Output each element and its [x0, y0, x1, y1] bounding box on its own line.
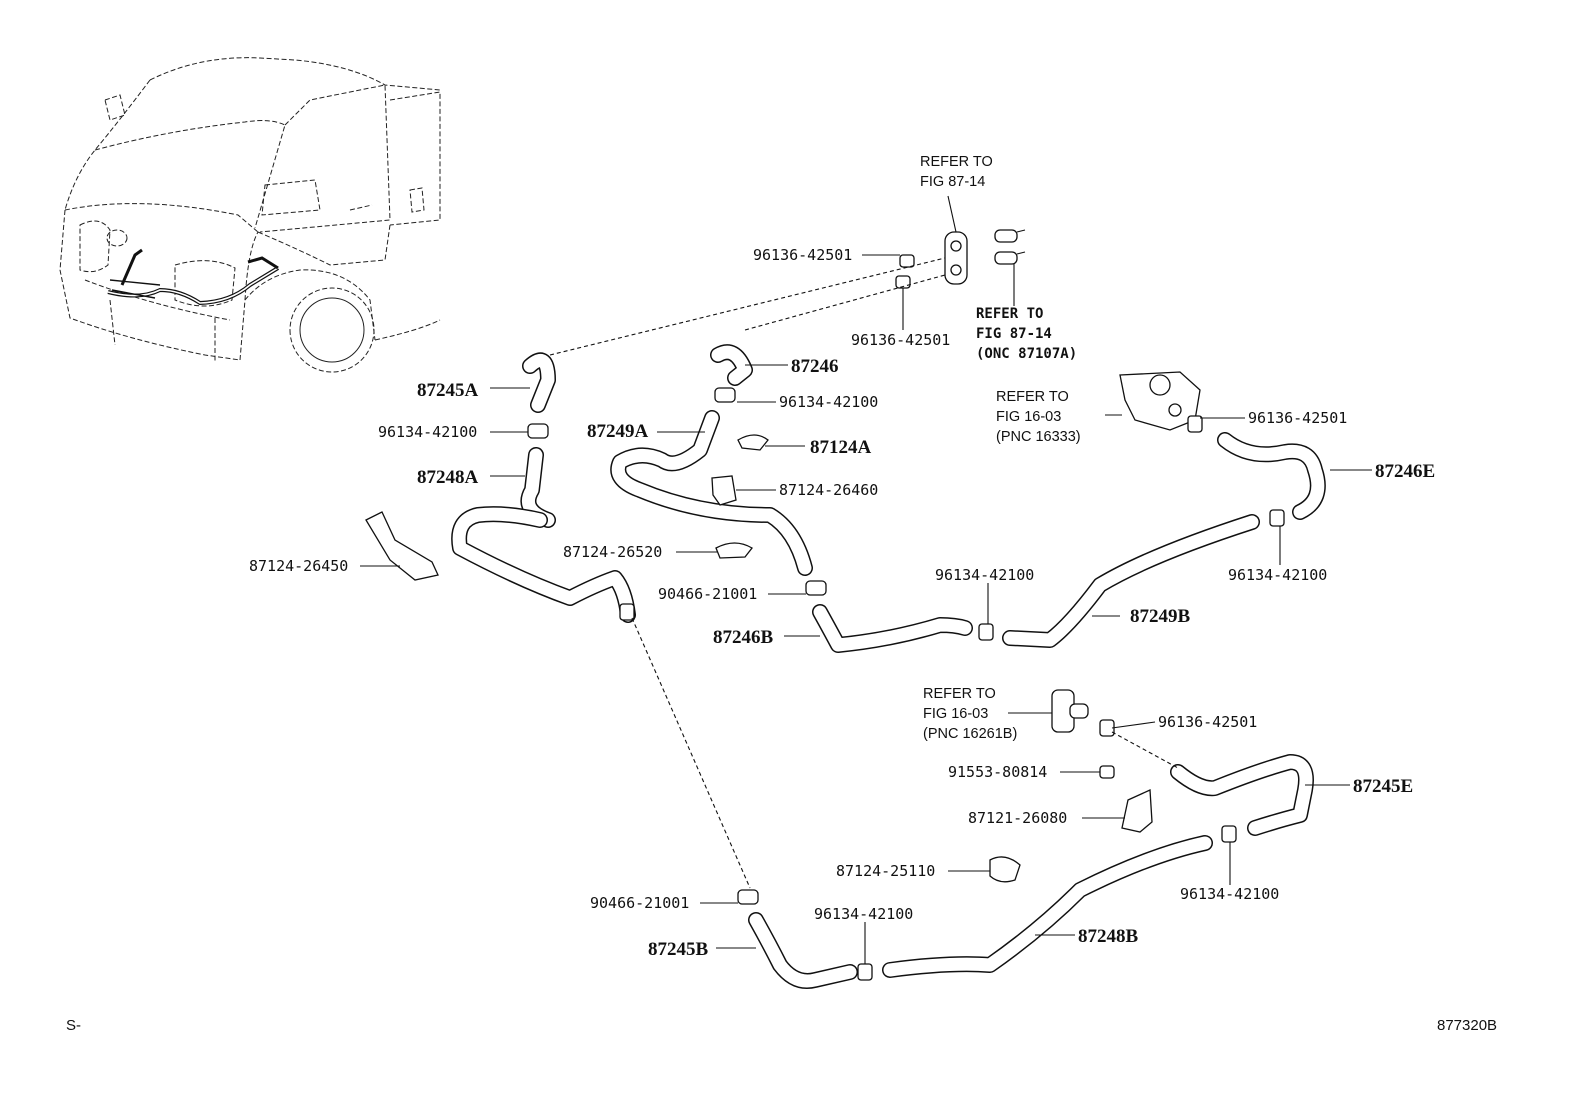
- refer-note-3-line2[interactable]: FIG 16-03: [996, 409, 1061, 425]
- label-87246E[interactable]: 87246E: [1375, 461, 1435, 482]
- connection-lines: [549, 257, 1179, 889]
- label-96134-42100-f[interactable]: 96134-42100: [814, 905, 913, 923]
- label-87124-26450[interactable]: 87124-26450: [249, 557, 348, 575]
- clip-87124A: [737, 434, 769, 451]
- leader-lines: [360, 195, 1372, 964]
- part-labels: 87245A 96134-42100 87248A 87124-26450 87…: [249, 246, 1435, 960]
- label-90466-21001-b[interactable]: 90466-21001: [590, 894, 689, 912]
- clamp-87124-25110: [989, 856, 1021, 883]
- hose-87248B: [882, 835, 1213, 978]
- refer-note-1-line2[interactable]: FIG 87-14: [920, 174, 985, 190]
- bolt-91553-80814: [1099, 765, 1115, 779]
- label-96134-42100-e[interactable]: 96134-42100: [1180, 885, 1279, 903]
- label-87124-26460[interactable]: 87124-26460: [779, 481, 878, 499]
- bracket-87121-26080: [1121, 789, 1153, 833]
- hose-87246E: [1217, 432, 1326, 520]
- hose-87249A: [610, 410, 813, 576]
- label-96134-42100-a[interactable]: 96134-42100: [378, 423, 477, 441]
- refer-note-1-line1[interactable]: REFER TO: [920, 154, 993, 170]
- refer-note-2-line1[interactable]: REFER TO: [976, 306, 1043, 322]
- label-87248B[interactable]: 87248B: [1078, 926, 1139, 947]
- refer-note-2-line3[interactable]: (ONC 87107A): [976, 346, 1077, 362]
- label-87245E[interactable]: 87245E: [1353, 776, 1413, 797]
- refer-notes: REFER TO FIG 87-14 REFER TO FIG 87-14 (O…: [920, 154, 1081, 742]
- hose-fitting-upper: [944, 231, 968, 285]
- hose-87245A: [522, 352, 556, 413]
- label-90466-21001-a[interactable]: 90466-21001: [658, 585, 757, 603]
- label-96134-42100-b[interactable]: 96134-42100: [779, 393, 878, 411]
- bracket-87124-26450: [365, 511, 439, 581]
- label-96134-42100-c[interactable]: 96134-42100: [935, 566, 1034, 584]
- vehicle-location-sketch: [59, 57, 441, 373]
- label-87249B[interactable]: 87249B: [1130, 606, 1191, 627]
- label-96136-42501-a[interactable]: 96136-42501: [753, 246, 852, 264]
- clip-87124-26460: [711, 475, 737, 506]
- refer-note-3-line3[interactable]: (PNC 16333): [996, 429, 1081, 445]
- water-outlet-housing: [1119, 371, 1201, 431]
- hose-87249B: [1002, 514, 1260, 648]
- pipe-stubs: [994, 229, 1026, 265]
- hose-87245E: [1170, 754, 1314, 836]
- label-96136-42501-c[interactable]: 96136-42501: [1248, 409, 1347, 427]
- label-87248A[interactable]: 87248A: [417, 467, 479, 488]
- label-87245B[interactable]: 87245B: [648, 939, 709, 960]
- tee-fitting: [1051, 689, 1089, 733]
- refer-note-3-line1[interactable]: REFER TO: [996, 389, 1069, 405]
- label-87124-26520[interactable]: 87124-26520: [563, 543, 662, 561]
- label-87124A[interactable]: 87124A: [810, 437, 872, 458]
- refer-note-4-line1[interactable]: REFER TO: [923, 686, 996, 702]
- hose-87245B: [748, 912, 858, 989]
- footer-left-code: S-: [66, 1017, 81, 1034]
- hose-87246B: [812, 604, 973, 653]
- label-87121-26080[interactable]: 87121-26080: [968, 809, 1067, 827]
- label-87249A[interactable]: 87249A: [587, 421, 649, 442]
- label-87124-25110[interactable]: 87124-25110: [836, 862, 935, 880]
- figure-number: 877320B: [1437, 1017, 1497, 1034]
- label-87246[interactable]: 87246: [791, 356, 839, 377]
- label-96136-42501-b[interactable]: 96136-42501: [851, 331, 950, 349]
- clip-87124-26520: [715, 542, 753, 559]
- refer-note-2-line2[interactable]: FIG 87-14: [976, 326, 1052, 342]
- label-87246B[interactable]: 87246B: [713, 627, 774, 648]
- hose-clamps: [527, 254, 1285, 981]
- label-91553-80814[interactable]: 91553-80814: [948, 763, 1047, 781]
- label-87245A[interactable]: 87245A: [417, 380, 479, 401]
- hose-87246: [710, 344, 753, 386]
- hose-87245A-long: [451, 506, 636, 623]
- label-96134-42100-d[interactable]: 96134-42100: [1228, 566, 1327, 584]
- label-96136-42501-d[interactable]: 96136-42501: [1158, 713, 1257, 731]
- refer-note-4-line2[interactable]: FIG 16-03: [923, 706, 988, 722]
- refer-note-4-line3[interactable]: (PNC 16261B): [923, 726, 1017, 742]
